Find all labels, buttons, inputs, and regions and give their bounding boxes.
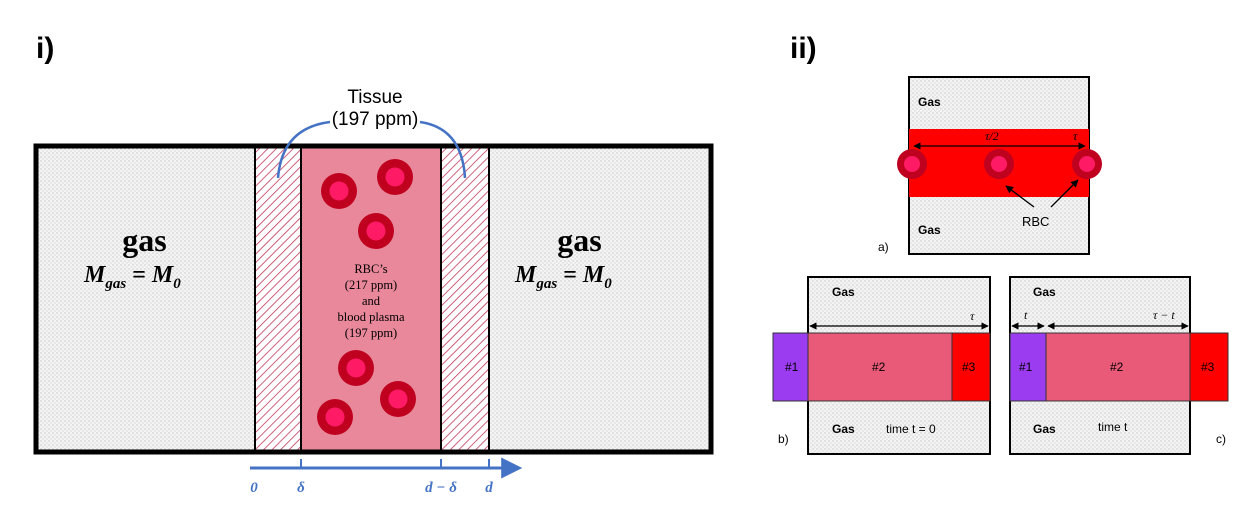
formula-eq: = [557,262,583,288]
rbc-cell [984,149,1014,179]
panel-ii-a [897,76,1102,255]
segment-1-label-b: #1 [785,360,799,374]
formula-m: M [515,262,537,288]
gas-label-c-top: Gas [1033,285,1056,299]
segment-2-label-b: #2 [872,360,886,374]
formula-m: M [151,262,174,288]
formula-eq: = [126,262,152,288]
rbc-cell [380,381,416,417]
tissue-label-title: Tissue [347,87,403,108]
segment-3-b [951,332,991,402]
gas-label-c-bottom: Gas [1033,422,1056,436]
gas-label-a-top: Gas [918,95,941,109]
blood-text-line: blood plasma [337,310,405,324]
segment-1-c [1009,332,1047,402]
formula-sub: 0 [173,275,181,292]
panel-ii-b [772,276,991,455]
rbc-cell [377,159,413,195]
segment-2-label-c: #2 [1110,360,1124,374]
tissue-label-ppm: (197 ppm) [331,109,419,130]
formula-m: M [84,262,106,288]
left-gas-region [36,146,255,452]
tissue-brace-right [419,120,467,179]
panel-i-outer-box [33,143,714,455]
tau-half-label: τ/2 [985,129,999,143]
rbc-cell [338,350,374,386]
segment-2-c [1045,332,1191,402]
tau-label-b: τ [970,309,975,323]
right-gas-region [489,146,711,452]
segment-1-label-c: #1 [1019,360,1033,374]
panel-ii-c [1009,276,1229,455]
tissue-label: Tissue (197 ppm) [300,87,450,131]
rbc-cell [358,213,394,249]
blood-text-line: (217 ppm) [344,278,398,292]
time-label-b: time t = 0 [886,422,936,436]
panel-i [33,120,714,479]
rbc-label: RBC [1022,214,1050,229]
blood-text-line: and [361,294,381,308]
panel-label-ii: ii) [790,32,817,65]
gas-label-a-bottom: Gas [918,223,941,237]
formula-m: M [582,262,605,288]
sublabel-b: b) [778,432,789,446]
left-gas-title: gas [122,222,167,258]
rbc-cell [317,399,353,435]
rbc-cell [897,149,927,179]
sublabel-c: c) [1216,432,1226,446]
right-gas-title: gas [557,222,602,258]
rbc-cell [1072,149,1102,179]
blood-text-line: (197 ppm) [344,326,398,340]
rbc-cell [321,173,357,209]
blood-text-line: RBC’s [354,262,388,276]
left-gas-formula: Mgas = M0 [84,262,224,293]
t-label-c: t [1024,308,1028,322]
tau-label-a: τ [1073,129,1078,143]
blood-description: RBC’s (217 ppm) and blood plasma (197 pp… [301,261,441,341]
axis-tick-label: 0 [250,480,258,496]
gas-label-b-top: Gas [832,285,855,299]
axis-tick-label: d − δ [425,480,457,496]
segment-3-label-c: #3 [1201,360,1215,374]
segment-2-b [807,332,953,402]
formula-sub: gas [536,275,558,292]
right-gas-formula: Mgas = M0 [515,262,655,293]
segment-3-label-b: #3 [962,360,976,374]
right-tissue-region [441,146,489,452]
formula-sub: 0 [604,275,612,292]
left-tissue-region [255,146,301,452]
panel-label-i: i) [36,32,55,65]
gas-label-b-bottom: Gas [832,422,855,436]
rbc-pointer [1005,185,1035,208]
formula-sub: gas [105,275,127,292]
axis-tick-label: d [485,480,493,496]
tau-minus-t-label: τ − t [1153,308,1175,322]
segment-3-c [1189,332,1229,402]
tissue-brace-left [276,120,331,179]
sublabel-a: a) [878,240,889,254]
time-label-c: time t [1098,420,1128,434]
axis-tick-label: δ [297,480,305,496]
rbc-pointer [1050,179,1079,208]
